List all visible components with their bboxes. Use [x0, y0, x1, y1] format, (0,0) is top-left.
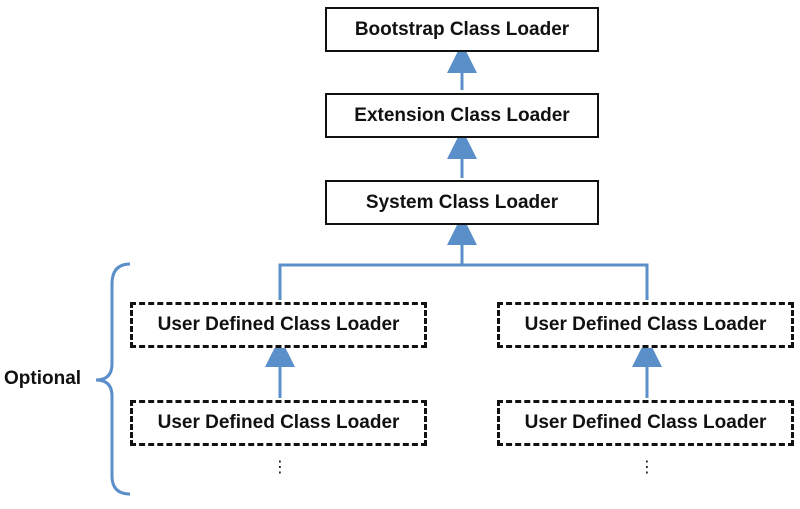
optional-label: Optional	[4, 368, 82, 389]
user-defined-loader-label: User Defined Class Loader	[524, 314, 767, 335]
system-class-loader-label: System Class Loader	[365, 191, 559, 213]
user-defined-loader-left-top: User Defined Class Loader	[130, 302, 427, 348]
user-defined-loader-right-top: User Defined Class Loader	[497, 302, 794, 348]
extension-class-loader-label: Extension Class Loader	[354, 104, 570, 126]
user-defined-loader-label: User Defined Class Loader	[524, 412, 767, 433]
extension-class-loader-box: Extension Class Loader	[325, 93, 599, 138]
user-defined-loader-label: User Defined Class Loader	[157, 314, 400, 335]
user-defined-loader-left-bottom: User Defined Class Loader	[130, 400, 427, 446]
branch-connector	[278, 263, 649, 300]
continuation-dots-left: ⋮	[272, 457, 288, 476]
system-class-loader-box: System Class Loader	[325, 180, 599, 225]
continuation-dots-right: ⋮	[639, 457, 655, 476]
bootstrap-class-loader-label: Bootstrap Class Loader	[354, 18, 570, 40]
optional-brace	[95, 262, 131, 496]
user-defined-loader-right-bottom: User Defined Class Loader	[497, 400, 794, 446]
bootstrap-class-loader-box: Bootstrap Class Loader	[325, 7, 599, 52]
user-defined-loader-label: User Defined Class Loader	[157, 412, 400, 433]
